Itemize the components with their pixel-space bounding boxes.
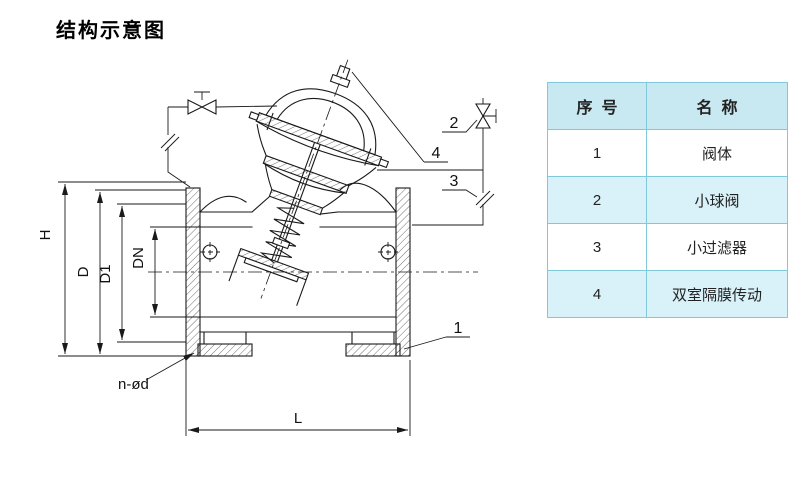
dim-label-H: H bbox=[37, 230, 54, 241]
valve-body bbox=[185, 182, 411, 357]
part-name: 小球阀 bbox=[646, 176, 788, 224]
dimension-lines: H D D1 DN L n-ød bbox=[37, 181, 478, 436]
table-row: 2 小球阀 bbox=[547, 176, 788, 224]
callout-2: 2 bbox=[450, 115, 459, 132]
stem-centerline bbox=[260, 59, 349, 299]
page-title: 结构示意图 bbox=[56, 20, 166, 42]
part-no: 4 bbox=[547, 270, 647, 318]
part-no: 3 bbox=[547, 223, 647, 271]
pilot-piping-left bbox=[160, 91, 278, 188]
callout-4: 4 bbox=[432, 145, 441, 162]
diaphragm-actuator bbox=[228, 59, 390, 306]
valve-handle bbox=[483, 109, 497, 123]
part-name: 小过滤器 bbox=[646, 223, 788, 271]
table-header-row: 序 号 名 称 bbox=[547, 82, 788, 130]
column-header-no: 序 号 bbox=[547, 82, 647, 130]
callout-1: 1 bbox=[454, 320, 463, 337]
part-name: 阀体 bbox=[646, 129, 788, 177]
dim-label-D1: D1 bbox=[97, 264, 114, 283]
filter-symbol bbox=[475, 190, 495, 209]
dim-label-DN: DN bbox=[130, 247, 147, 269]
part-no: 1 bbox=[547, 129, 647, 177]
dim-label-L: L bbox=[294, 410, 302, 427]
table-row: 3 小过滤器 bbox=[547, 223, 788, 271]
pilot-piping-right bbox=[377, 98, 497, 226]
dim-label-bolt-holes: n-ød bbox=[118, 376, 149, 393]
valve-handle bbox=[194, 91, 210, 100]
part-callouts: 2 4 3 1 bbox=[351, 71, 478, 350]
table-row: 1 阀体 bbox=[547, 129, 788, 177]
part-name: 双室隔膜传动 bbox=[646, 270, 788, 318]
dim-label-D: D bbox=[75, 266, 92, 277]
ball-valve-symbol bbox=[187, 99, 217, 115]
part-no: 2 bbox=[547, 176, 647, 224]
table-row: 4 双室隔膜传动 bbox=[547, 270, 788, 318]
filter-symbol bbox=[160, 133, 180, 152]
parts-table: 序 号 名 称 1 阀体 2 小球阀 3 小过滤器 4 双室隔膜传动 bbox=[547, 82, 788, 318]
spring bbox=[259, 207, 305, 264]
callout-3: 3 bbox=[450, 173, 459, 190]
column-header-name: 名 称 bbox=[646, 82, 788, 130]
